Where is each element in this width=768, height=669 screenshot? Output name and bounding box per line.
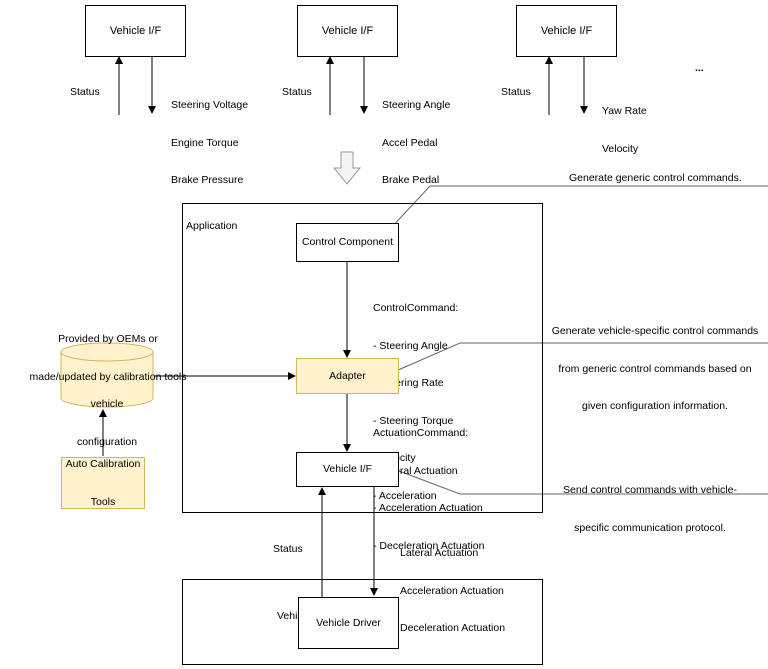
top3-signal: Velocity [602, 142, 639, 155]
note-adapter-line: given configuration information. [582, 400, 728, 412]
config-caption: Provided by OEMs or made/updated by cali… [18, 308, 198, 396]
actuation-command-list: ActuationCommand: - Lateral Actuation - … [373, 402, 484, 565]
control-component-label: Control Component [301, 236, 394, 249]
note-vehicleif-line: Send control commands with vehicle- [563, 484, 737, 496]
vehicle-configuration-db [60, 342, 154, 408]
vehicle-driver-box: Vehicle Driver [298, 597, 399, 649]
top2-signal: Accel Pedal [382, 136, 438, 149]
note-adapter-line: from generic control commands based on [558, 362, 752, 375]
top3-status-label: Status [501, 86, 531, 98]
top1-signal: Engine Torque [171, 136, 239, 149]
app-vehicle-if-box: Vehicle I/F [296, 452, 399, 487]
tools-label-line: Auto Calibration [65, 458, 141, 470]
actuation-command-item: - Deceleration Actuation [373, 539, 485, 552]
top2-signal-list: Steering Angle Accel Pedal Brake Pedal [382, 74, 450, 199]
note-vehicleif-line: specific communication protocol. [574, 521, 726, 534]
top1-box-label: Vehicle I/F [109, 24, 162, 37]
application-label: Application [186, 220, 238, 232]
top3-box-label: Vehicle I/F [540, 24, 593, 37]
top2-box-label: Vehicle I/F [321, 24, 374, 37]
top2-vehicle-if-box: Vehicle I/F [297, 5, 398, 57]
control-command-item: - Steering Torque [373, 414, 454, 427]
note-control: Generate generic control commands. [569, 172, 742, 184]
top3-vehicle-if-box: Vehicle I/F [516, 5, 617, 57]
note-control-line [388, 185, 768, 231]
note-vehicle-if: Send control commands with vehicle- spec… [540, 459, 760, 547]
note-adapter: Generate vehicle-specific control comman… [535, 300, 768, 425]
application-container [182, 203, 543, 513]
bottom-actuation-item: Deceleration Actuation [400, 622, 506, 634]
top2-status-label: Status [282, 86, 312, 98]
control-command-item: ControlCommand: [373, 302, 459, 314]
tools-label-line: Tools [90, 495, 116, 508]
top1-status-label: Status [70, 86, 100, 98]
top1-signal-list: Steering Voltage Engine Torque Brake Pre… [171, 74, 248, 199]
control-command-item: - Acceleration [373, 489, 437, 502]
db-label-line: vehicle [90, 398, 124, 410]
vehicle-outer-box [182, 579, 543, 665]
top1-signal: Brake Pressure [171, 174, 244, 186]
more-ellipsis: ... [695, 62, 704, 74]
top2-signal: Brake Pedal [382, 174, 440, 186]
control-command-item: - Steering Angle [373, 339, 448, 352]
auto-calibration-tools-box: Auto Calibration Tools [61, 457, 145, 509]
control-component-box: Control Component [296, 223, 399, 262]
actuation-command-item: - Acceleration Actuation [373, 502, 483, 514]
adapter-box: Adapter [296, 358, 399, 394]
bottom-actuation-item: Acceleration Actuation [400, 584, 504, 597]
bottom-status-label: Status [273, 543, 303, 555]
note-adapter-line [388, 342, 768, 375]
vehicle-driver-label: Vehicle Driver [316, 616, 381, 629]
transition-arrow [332, 151, 362, 185]
adapter-label: Adapter [329, 369, 366, 382]
config-caption-line: made/updated by calibration tools [29, 370, 187, 383]
vehicle-outer-label: Vehi [277, 610, 298, 622]
top2-signal: Steering Angle [382, 99, 451, 111]
app-vehicle-if-label: Vehicle I/F [322, 463, 373, 476]
note-vehicleif-line [390, 467, 768, 495]
bottom-actuation-item: Lateral Actuation [400, 547, 479, 559]
note-adapter-line: Generate vehicle-specific control comman… [551, 325, 759, 337]
bottom-actuation-list: Lateral Actuation Acceleration Actuation… [400, 522, 505, 647]
top1-signal: Steering Voltage [171, 99, 249, 111]
db-label-line: configuration [76, 435, 138, 448]
config-caption-line: Provided by OEMs or [58, 333, 158, 345]
top3-signal: Yaw Rate [602, 105, 647, 117]
actuation-command-item: ActuationCommand: [373, 427, 469, 439]
top1-vehicle-if-box: Vehicle I/F [85, 5, 186, 57]
db-label: vehicle configuration [61, 373, 153, 461]
tools-label: Auto Calibration Tools [66, 433, 141, 533]
top3-signal-list: Yaw Rate Velocity [602, 80, 647, 168]
